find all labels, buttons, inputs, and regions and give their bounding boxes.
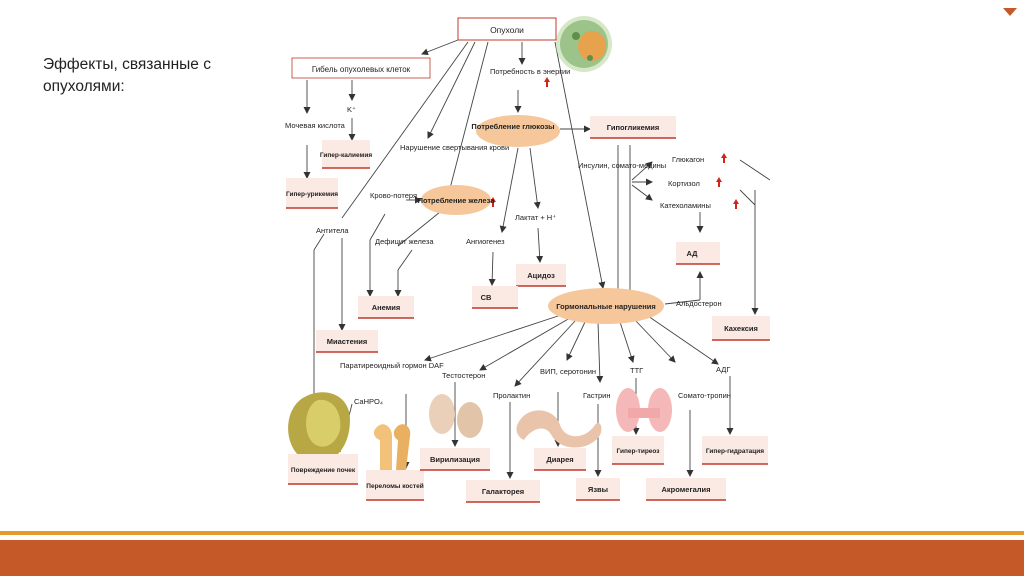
label-prolactin: Пролактин — [493, 391, 530, 400]
box-ulcers: Язвы — [576, 478, 620, 501]
thyroid-illustration — [616, 388, 672, 432]
label-diarrhea: Диарея — [546, 455, 573, 464]
bones-illustration — [373, 424, 411, 470]
label-ulcers: Язвы — [588, 485, 608, 494]
label-angiogenesis: Ангиогенез — [466, 237, 505, 246]
box-hyperthyroid: Гипер-тиреоз — [612, 436, 664, 465]
label-hormonal: Гормональные нарушения — [556, 302, 656, 311]
label-myasthenia: Миастения — [327, 337, 368, 346]
label-cortisol: Кортизол — [668, 179, 700, 188]
label-insulin: Инсулин, сомато-медины — [578, 161, 666, 170]
label-cachexia: Кахексия — [724, 324, 758, 333]
label-glucagon: Глюкагон — [672, 155, 704, 164]
box-sv: СВ — [472, 286, 518, 309]
box-cachexia: Кахексия — [712, 316, 770, 341]
label-gastrin: Гастрин — [583, 391, 611, 400]
label-acidosis: Ацидоз — [527, 271, 555, 280]
box-hyperhydration: Гипер-гидратация — [702, 436, 768, 465]
label-catecholamines: Катехоламины — [660, 201, 711, 210]
box-acromegaly: Акромегалия — [646, 478, 726, 501]
label-anemia: Анемия — [372, 303, 401, 312]
label-fractures: Переломы костей — [366, 482, 423, 490]
label-pth: Паратиреоидный гормон DAF — [340, 361, 444, 370]
label-energy-need: Потребность в энергии — [490, 67, 570, 76]
up-arrow-icon — [544, 77, 550, 87]
box-hyperkalemia: Гипер-калиемия — [320, 140, 373, 169]
label-hyperthyroid: Гипер-тиреоз — [616, 448, 660, 455]
label-hyperuricemia: Гипер-урикемия — [286, 191, 338, 198]
up-arrow-icon — [733, 199, 739, 209]
box-anemia: Анемия — [358, 296, 414, 319]
testis-illustration — [429, 394, 483, 438]
box-diarrhea: Диарея — [534, 448, 586, 471]
ellipse-nodes: Потребление глюкозы Потребление железа Г… — [418, 115, 664, 324]
footer-accent-line — [0, 531, 1024, 535]
label-bp: АД — [686, 249, 698, 258]
intestine-illustration — [516, 410, 602, 448]
label-antibodies: Антитела — [316, 226, 349, 235]
label-acromegaly: Акромегалия — [662, 485, 711, 494]
box-galactorrhea: Галакторея — [466, 480, 540, 503]
corner-marker — [1003, 8, 1017, 16]
increase-arrow-icons — [490, 77, 739, 303]
label-galactorrhea: Галакторея — [482, 487, 524, 496]
box-fractures: Переломы костей — [366, 470, 424, 501]
label-potassium: K⁺ — [347, 105, 356, 114]
box-virilization: Вирилизация — [420, 448, 490, 471]
label-cahpo4: CaHPO₄ — [354, 397, 383, 406]
label-blood-loss: Крово-потеря — [370, 191, 417, 200]
label-vip: ВИП, серотонин — [540, 367, 596, 376]
text-hormonal: Гормональные нарушения — [556, 302, 656, 311]
label-virilization: Вирилизация — [430, 455, 480, 464]
label-adh: АДГ — [716, 365, 730, 374]
label-cell-death: Гибель опухолевых клеток — [312, 65, 411, 74]
box-hypoglycemia: Гипогликемия — [590, 116, 676, 139]
tumor-cell-illustration — [556, 16, 612, 72]
box-hyperuricemia: Гипер-урикемия — [286, 178, 338, 209]
result-boxes: Гипер-калиемия Гипер-урикемия Гипогликем… — [286, 116, 770, 503]
kidney-illustration — [288, 392, 350, 463]
box-bp: АД — [676, 242, 720, 265]
label-uric-acid: Мочевая кислота — [285, 121, 346, 130]
up-arrow-icon — [721, 153, 727, 163]
label-iron-use: Потребление железа — [418, 196, 496, 205]
plain-labels: Гибель опухолевых клеток Мочевая кислота… — [285, 57, 731, 406]
label-tsh: ТТГ — [630, 366, 643, 375]
label-hyperkalemia: Гипер-калиемия — [320, 152, 373, 159]
slide-title: Эффекты, связанные с опухолями: — [43, 56, 211, 95]
up-arrow-icon — [716, 177, 722, 187]
label-somatotropin: Сомато-тропин — [678, 391, 731, 400]
box-kidney-damage: Повреждение почек — [288, 454, 358, 485]
label-iron-deficit: Дефицит железа — [375, 237, 434, 246]
footer-bar — [0, 540, 1024, 576]
box-myasthenia: Миастения — [316, 330, 378, 353]
label-lactate: Лактат + H⁺ — [515, 213, 556, 222]
label-glucose-use: Потребление глюкозы — [471, 122, 554, 131]
label-testosterone: Тестостерон — [442, 371, 485, 380]
node-tumors: Опухоли — [457, 17, 557, 41]
label-kidney-damage: Повреждение почек — [291, 467, 356, 474]
label-sv: СВ — [481, 293, 492, 302]
text-iron-use: Потребление железа — [418, 196, 496, 205]
box-acidosis: Ацидоз — [516, 264, 566, 287]
label-hypoglycemia: Гипогликемия — [607, 123, 659, 132]
label-hyperhydration: Гипер-гидратация — [706, 448, 764, 455]
up-arrow-icon — [490, 197, 496, 207]
connector-lines — [303, 39, 771, 479]
label-tumors: Опухоли — [490, 25, 524, 35]
label-coagulation: Нарушение свертывания крови — [400, 143, 509, 152]
text-glucose-use: Потребление глюкозы — [471, 122, 554, 131]
label-aldosterone: Альдостерон — [676, 299, 722, 308]
